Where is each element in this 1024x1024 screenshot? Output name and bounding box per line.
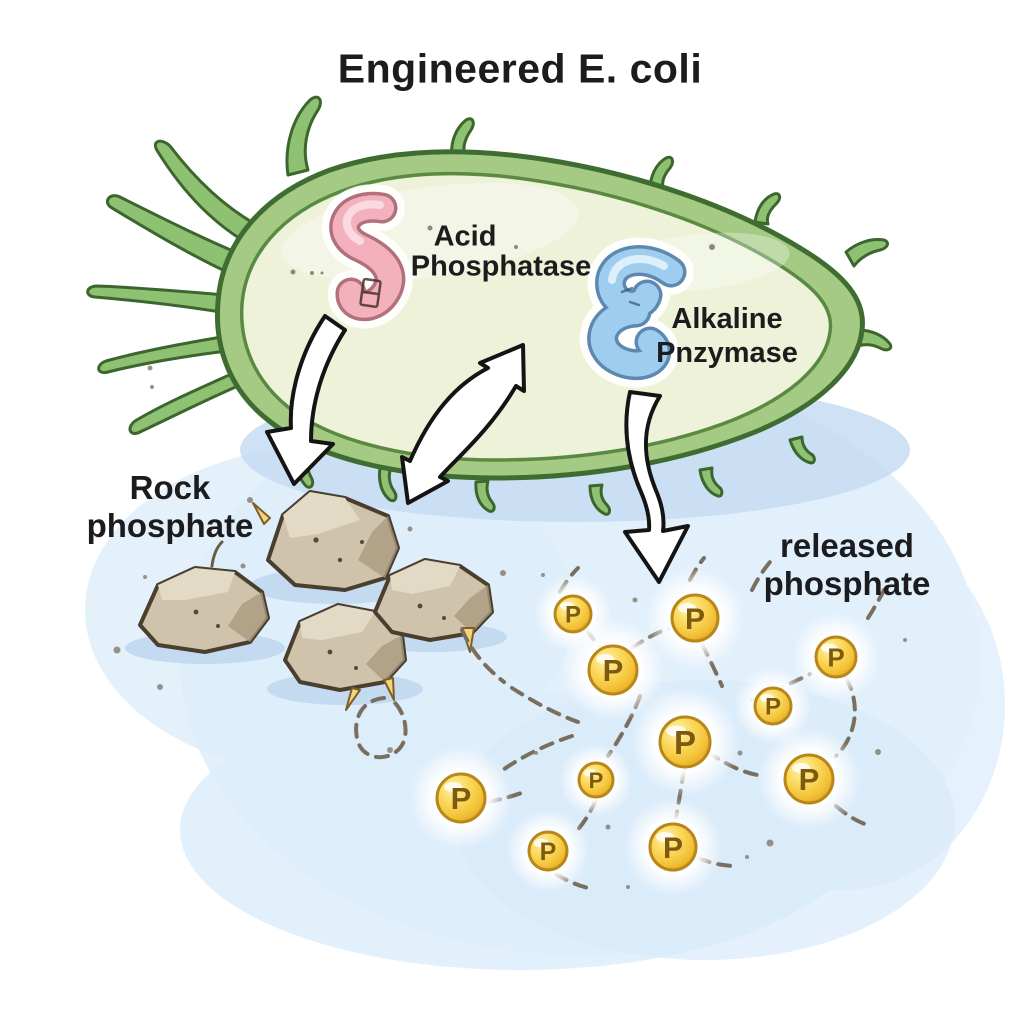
arrows — [265, 314, 690, 584]
arrow-down-right — [623, 390, 690, 584]
pilus-icon — [285, 95, 322, 177]
rock-shard-icon — [345, 687, 361, 711]
phosphate-molecule: P — [506, 809, 590, 893]
dust-specks — [113, 365, 907, 889]
rock-shard-icon — [252, 502, 271, 525]
phosphate-molecule: P — [757, 727, 861, 831]
svg-text:P: P — [663, 832, 683, 865]
phosphate-molecule: P — [561, 618, 665, 722]
phosphate-molecule: P — [734, 667, 812, 745]
rock-3 — [283, 603, 407, 711]
flagellum-icon — [86, 284, 240, 316]
rock-2 — [138, 540, 270, 654]
pilus-icon — [588, 483, 611, 516]
enzyme-mark — [359, 277, 382, 308]
svg-text:P: P — [540, 838, 557, 866]
alkaline-enzyme — [579, 237, 694, 388]
phosphate-molecule: P — [409, 746, 513, 850]
pilus-icon — [648, 155, 675, 192]
dashed-loop — [354, 696, 408, 759]
released-phosphate-label-line1: released — [780, 527, 914, 564]
svg-text:P: P — [589, 768, 604, 793]
flagellum-icon — [128, 366, 249, 435]
svg-text:P: P — [765, 694, 781, 721]
svg-text:P: P — [799, 762, 820, 797]
svg-text:P: P — [827, 642, 844, 672]
rock-phosphate-label-line2: phosphate — [86, 507, 254, 544]
flagellum-icon — [106, 194, 252, 280]
diagram-title: Engineered E. coli — [337, 45, 703, 92]
rock-shard-icon — [383, 677, 395, 701]
pilus-icon — [450, 117, 475, 160]
acid-phosphatase-enzyme — [321, 184, 413, 329]
pilus-icon — [474, 479, 496, 513]
pilus-icon — [378, 466, 398, 503]
arrow-down-left — [265, 314, 347, 486]
phosphate-molecules: P P P P P P P — [409, 568, 880, 897]
phosphate-molecule: P — [630, 687, 740, 797]
rock-antenna — [210, 540, 224, 568]
pilus-icon — [856, 328, 893, 352]
alkaline-enzyme-label: Alkaline Pnzymase — [656, 302, 798, 370]
svg-text:P: P — [451, 781, 472, 816]
pilus-icon — [788, 435, 816, 465]
pilus-icon — [753, 192, 782, 226]
alkaline-enzyme-label-line1: Alkaline — [671, 303, 783, 335]
phosphate-molecule: P — [792, 613, 880, 701]
pilus-icon — [844, 238, 889, 268]
rock-phosphate-label: Rock phosphate — [87, 469, 254, 545]
phosphate-molecule: P — [559, 743, 633, 817]
rock-1 — [252, 490, 400, 592]
phosphate-molecule: P — [623, 797, 723, 897]
alkaline-enzyme-label-line2: Pnzymase — [656, 337, 798, 369]
flagellum-icon — [97, 332, 242, 375]
arrow-bidirectional — [400, 343, 526, 505]
rock-phosphate-label-line1: Rock — [129, 469, 211, 506]
svg-text:P: P — [603, 653, 624, 688]
acid-phosphatase-label-line2: Phosphatase — [410, 250, 592, 283]
flagella — [86, 95, 893, 516]
released-phosphate-label: released phosphate — [764, 527, 931, 603]
phosphate-molecule: P — [645, 568, 745, 668]
released-phosphate-label-line2: phosphate — [763, 565, 931, 602]
svg-text:P: P — [565, 602, 581, 629]
flagellum-icon — [153, 139, 264, 248]
pilus-icon — [698, 466, 724, 498]
svg-text:P: P — [685, 603, 705, 636]
svg-text:P: P — [674, 724, 696, 761]
acid-phosphatase-label-line1: Acid — [433, 220, 497, 253]
